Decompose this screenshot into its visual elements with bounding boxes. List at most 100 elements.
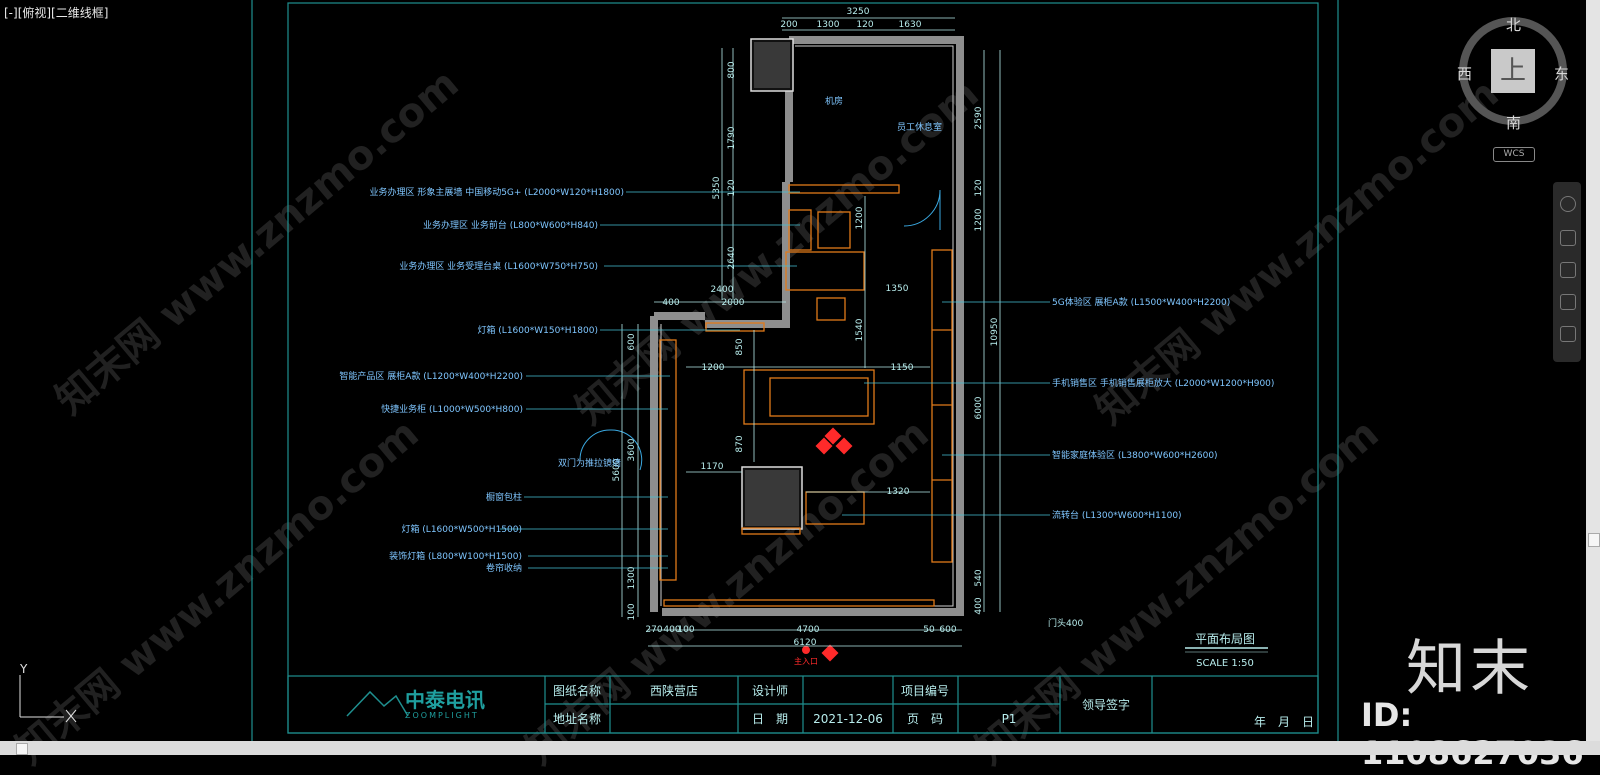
dim-inner-h: 1350 bbox=[886, 284, 909, 294]
floor-plan-drawing: 3250 200 1300 120 1630 2590 120 1200 600… bbox=[19, 0, 1567, 741]
label-left: 业务办理区 业务受理台桌 (L1600*W750*H750) bbox=[399, 260, 598, 272]
dim-top-part: 1630 bbox=[899, 20, 922, 30]
dim-left-lower: 5600 bbox=[612, 458, 622, 481]
doors bbox=[579, 189, 941, 471]
dim-inner-h: 400 bbox=[662, 298, 679, 308]
viewcube-east[interactable]: 东 bbox=[1554, 65, 1570, 83]
leader-lines bbox=[500, 191, 1050, 569]
dim-left-part: 1790 bbox=[727, 126, 737, 149]
steering-wheel-icon[interactable] bbox=[1560, 196, 1576, 212]
room-machine: 机房 bbox=[825, 95, 843, 107]
tb-date-label: 日 期 bbox=[752, 712, 788, 726]
dim-left-part: 120 bbox=[727, 179, 737, 196]
dim-right-total: 10950 bbox=[990, 317, 1000, 346]
viewcube-south[interactable]: 南 bbox=[1506, 114, 1522, 132]
tb-page-label: 页 码 bbox=[907, 712, 943, 726]
plan-title: 平面布局图 bbox=[1195, 632, 1255, 646]
label-right: 智能家庭体验区 (L3800*W600*H2600) bbox=[1052, 449, 1218, 461]
viewport-label[interactable]: [-][俯视][二维线框] bbox=[4, 6, 109, 20]
dim-bottom-part: 50 bbox=[923, 625, 935, 635]
horizontal-scrollbar[interactable] bbox=[0, 741, 1600, 755]
ucs-y-label: Y bbox=[19, 662, 28, 676]
dim-inner-h: 1150 bbox=[891, 363, 914, 373]
dim-inner-h: 1200 bbox=[702, 363, 725, 373]
wcs-menu[interactable]: WCS bbox=[1493, 147, 1535, 162]
tb-drawing-name: 西陕营店 bbox=[650, 683, 698, 698]
ucs-icon bbox=[19, 675, 77, 723]
viewcube-ring bbox=[1459, 17, 1567, 125]
tb-page: P1 bbox=[1002, 712, 1017, 726]
label-left: 灯箱 (L1600*W150*H1800) bbox=[477, 324, 598, 336]
company-logo bbox=[346, 690, 409, 717]
label-left: 卷帘收纳 bbox=[486, 562, 522, 574]
dim-left-part: 100 bbox=[627, 603, 637, 620]
dim-inner-h: 1320 bbox=[887, 487, 910, 497]
label-right: 手机销售区 手机销售展柜放大 (L2000*W1200*H900) bbox=[1052, 377, 1274, 389]
horizontal-scroll-thumb[interactable] bbox=[16, 743, 28, 755]
dim-top-part: 120 bbox=[856, 20, 873, 30]
entrance-mark bbox=[802, 427, 853, 662]
pan-icon[interactable] bbox=[1560, 230, 1576, 246]
dim-bottom-part: 4700 bbox=[797, 625, 820, 635]
label-left: 灯箱 (L1600*W500*H1500) bbox=[401, 523, 522, 535]
label-left: 智能产品区 展柜A款 (L1200*W400*H2200) bbox=[339, 370, 523, 382]
brand-logo: 知末 bbox=[1406, 634, 1534, 704]
dim-top-total: 3250 bbox=[847, 7, 870, 17]
dim-right: 120 bbox=[974, 179, 984, 196]
label-right: 流转台 (L1300*W600*H1100) bbox=[1052, 509, 1182, 521]
dim-bottom-part: 400 bbox=[663, 625, 680, 635]
column-middle bbox=[741, 466, 803, 530]
dim-left-part: 600 bbox=[627, 333, 637, 350]
viewcube-west[interactable]: 西 bbox=[1457, 65, 1473, 83]
dim-inner-h: 2000 bbox=[722, 298, 745, 308]
dim-right: 400 bbox=[974, 597, 984, 614]
label-left: 业务办理区 业务前台 (L800*W600*H840) bbox=[423, 219, 598, 231]
showmotion-icon[interactable] bbox=[1560, 326, 1576, 342]
dim-inner-v: 1540 bbox=[855, 318, 865, 341]
room-door-note: 双门为推拉镜墙 bbox=[558, 457, 621, 469]
dimension-lines bbox=[621, 17, 1001, 647]
viewcube-top-face[interactable]: 上 bbox=[1491, 49, 1535, 93]
label-left: 装饰灯箱 (L800*W100*H1500) bbox=[389, 550, 522, 562]
tb-ymd: 年 月 日 bbox=[1254, 715, 1314, 729]
dim-inner-h: 1170 bbox=[701, 462, 724, 472]
dim-bottom-part: 270 bbox=[645, 625, 662, 635]
dim-inner-v: 870 bbox=[735, 435, 745, 452]
sheet-frame bbox=[251, 0, 1339, 741]
orbit-icon[interactable] bbox=[1560, 294, 1576, 310]
dim-right: 540 bbox=[974, 569, 984, 586]
dim-left-part: 3600 bbox=[627, 438, 637, 461]
company-name-en: ZOOMPLIGHT bbox=[405, 711, 479, 720]
dim-left-part: 800 bbox=[727, 61, 737, 78]
navigation-bar bbox=[1553, 182, 1581, 362]
entrance-label: 主入口 bbox=[794, 656, 818, 666]
plan-scale: SCALE 1:50 bbox=[1196, 658, 1254, 669]
label-right: 5G体验区 展柜A款 (L1500*W400*H2200) bbox=[1052, 296, 1230, 308]
zoom-icon[interactable] bbox=[1560, 262, 1576, 278]
dim-elevation: 门头400 bbox=[1048, 617, 1083, 629]
dim-inner-v: 1200 bbox=[855, 206, 865, 229]
dim-left-part: 2640 bbox=[727, 246, 737, 269]
brand-id: ID: 1108627036 bbox=[1361, 696, 1584, 772]
dim-bottom-total: 6120 bbox=[794, 638, 817, 648]
label-left: 快捷业务柜 (L1000*W500*H800) bbox=[381, 403, 523, 415]
dim-inner-h: 2400 bbox=[711, 285, 734, 295]
dim-right: 2590 bbox=[974, 106, 984, 129]
tb-address-label: 地址名称 bbox=[553, 711, 601, 726]
label-left: 橱窗包柱 bbox=[486, 491, 522, 503]
dim-left-part: 1300 bbox=[627, 566, 637, 589]
room-staff: 员工休息室 bbox=[897, 121, 942, 133]
dim-top-part: 200 bbox=[780, 20, 797, 30]
dim-bottom-part: 100 bbox=[677, 625, 694, 635]
tb-project-no-label: 项目编号 bbox=[901, 683, 949, 698]
dim-top-part: 1300 bbox=[817, 20, 840, 30]
tb-date: 2021-12-06 bbox=[813, 712, 883, 726]
vertical-scroll-thumb[interactable] bbox=[1588, 533, 1600, 547]
dim-right: 1200 bbox=[974, 208, 984, 231]
dim-left-outer: 5350 bbox=[712, 176, 722, 199]
vertical-scrollbar[interactable] bbox=[1586, 0, 1600, 741]
dim-inner-v: 850 bbox=[735, 338, 745, 355]
tb-designer-label: 设计师 bbox=[752, 684, 788, 698]
company-name: 中泰电讯 bbox=[405, 688, 485, 712]
viewcube-north[interactable]: 北 bbox=[1506, 16, 1522, 34]
